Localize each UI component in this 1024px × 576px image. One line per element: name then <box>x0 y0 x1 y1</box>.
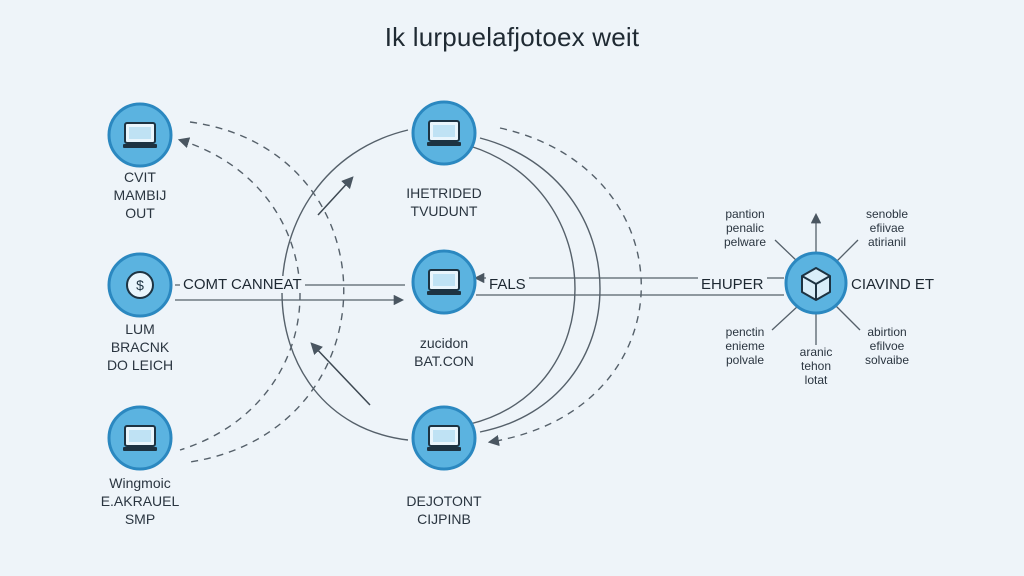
connector-hub-left-label: EHUPER <box>698 276 767 293</box>
arrow-top-left <box>317 176 354 216</box>
label-bottom-left: Wingmoic E.AKRAUEL SMP <box>100 475 180 527</box>
node-mid-left: $ <box>107 252 173 318</box>
node-top-left <box>107 102 173 168</box>
monitor-icon <box>426 269 462 296</box>
arrow-bottom-left <box>310 342 371 406</box>
label-top-center: IHETRIDED TVUDUNT <box>406 185 482 219</box>
arc-top-left-outer <box>189 121 345 463</box>
arc-top-left <box>177 137 301 451</box>
label-bottom-center: DEJOTONT CIJPINB <box>406 493 482 527</box>
label-mid-center: zucidon BAT.CON <box>414 335 474 369</box>
label-mid-left: LUM BRACNK DO LEICH <box>106 321 174 373</box>
coin-icon: $ <box>126 271 154 299</box>
monitor-icon <box>426 120 462 147</box>
hub-note-bottom-mid: aranic tehon lotat <box>799 345 833 387</box>
arc-center-right-c <box>469 145 576 425</box>
connector-hub-right-label: CIAVIND ET <box>848 276 938 293</box>
node-mid-center <box>411 249 477 315</box>
label-top-left: CVIT MAMBIJ OUT <box>113 169 167 221</box>
diagram-title: Ik lurpuelafjotoex weit <box>384 22 640 52</box>
hub-note-top-right: senoble efiivae atirianil <box>865 207 909 249</box>
hub-note-top-left: pantion penalic pelware <box>723 207 767 249</box>
svg-text:$: $ <box>136 277 144 293</box>
monitor-icon <box>426 425 462 452</box>
monitor-icon <box>122 122 158 149</box>
node-hub <box>784 251 848 315</box>
node-top-center <box>411 100 477 166</box>
monitor-icon <box>122 425 158 452</box>
cube-icon <box>801 267 831 301</box>
connector-left-label: COMT CANNEAT <box>180 276 305 293</box>
arc-center-right-a <box>487 127 642 447</box>
node-bottom-left <box>107 405 173 471</box>
hub-note-bottom-left: penctin enieme polvale <box>725 325 765 367</box>
arc-center-right-b <box>479 137 601 433</box>
connector-center-label: FALS <box>486 276 529 293</box>
node-bottom-center <box>411 405 477 471</box>
hub-note-bottom-right: abirtion efilvoe solvaibe <box>864 325 910 367</box>
